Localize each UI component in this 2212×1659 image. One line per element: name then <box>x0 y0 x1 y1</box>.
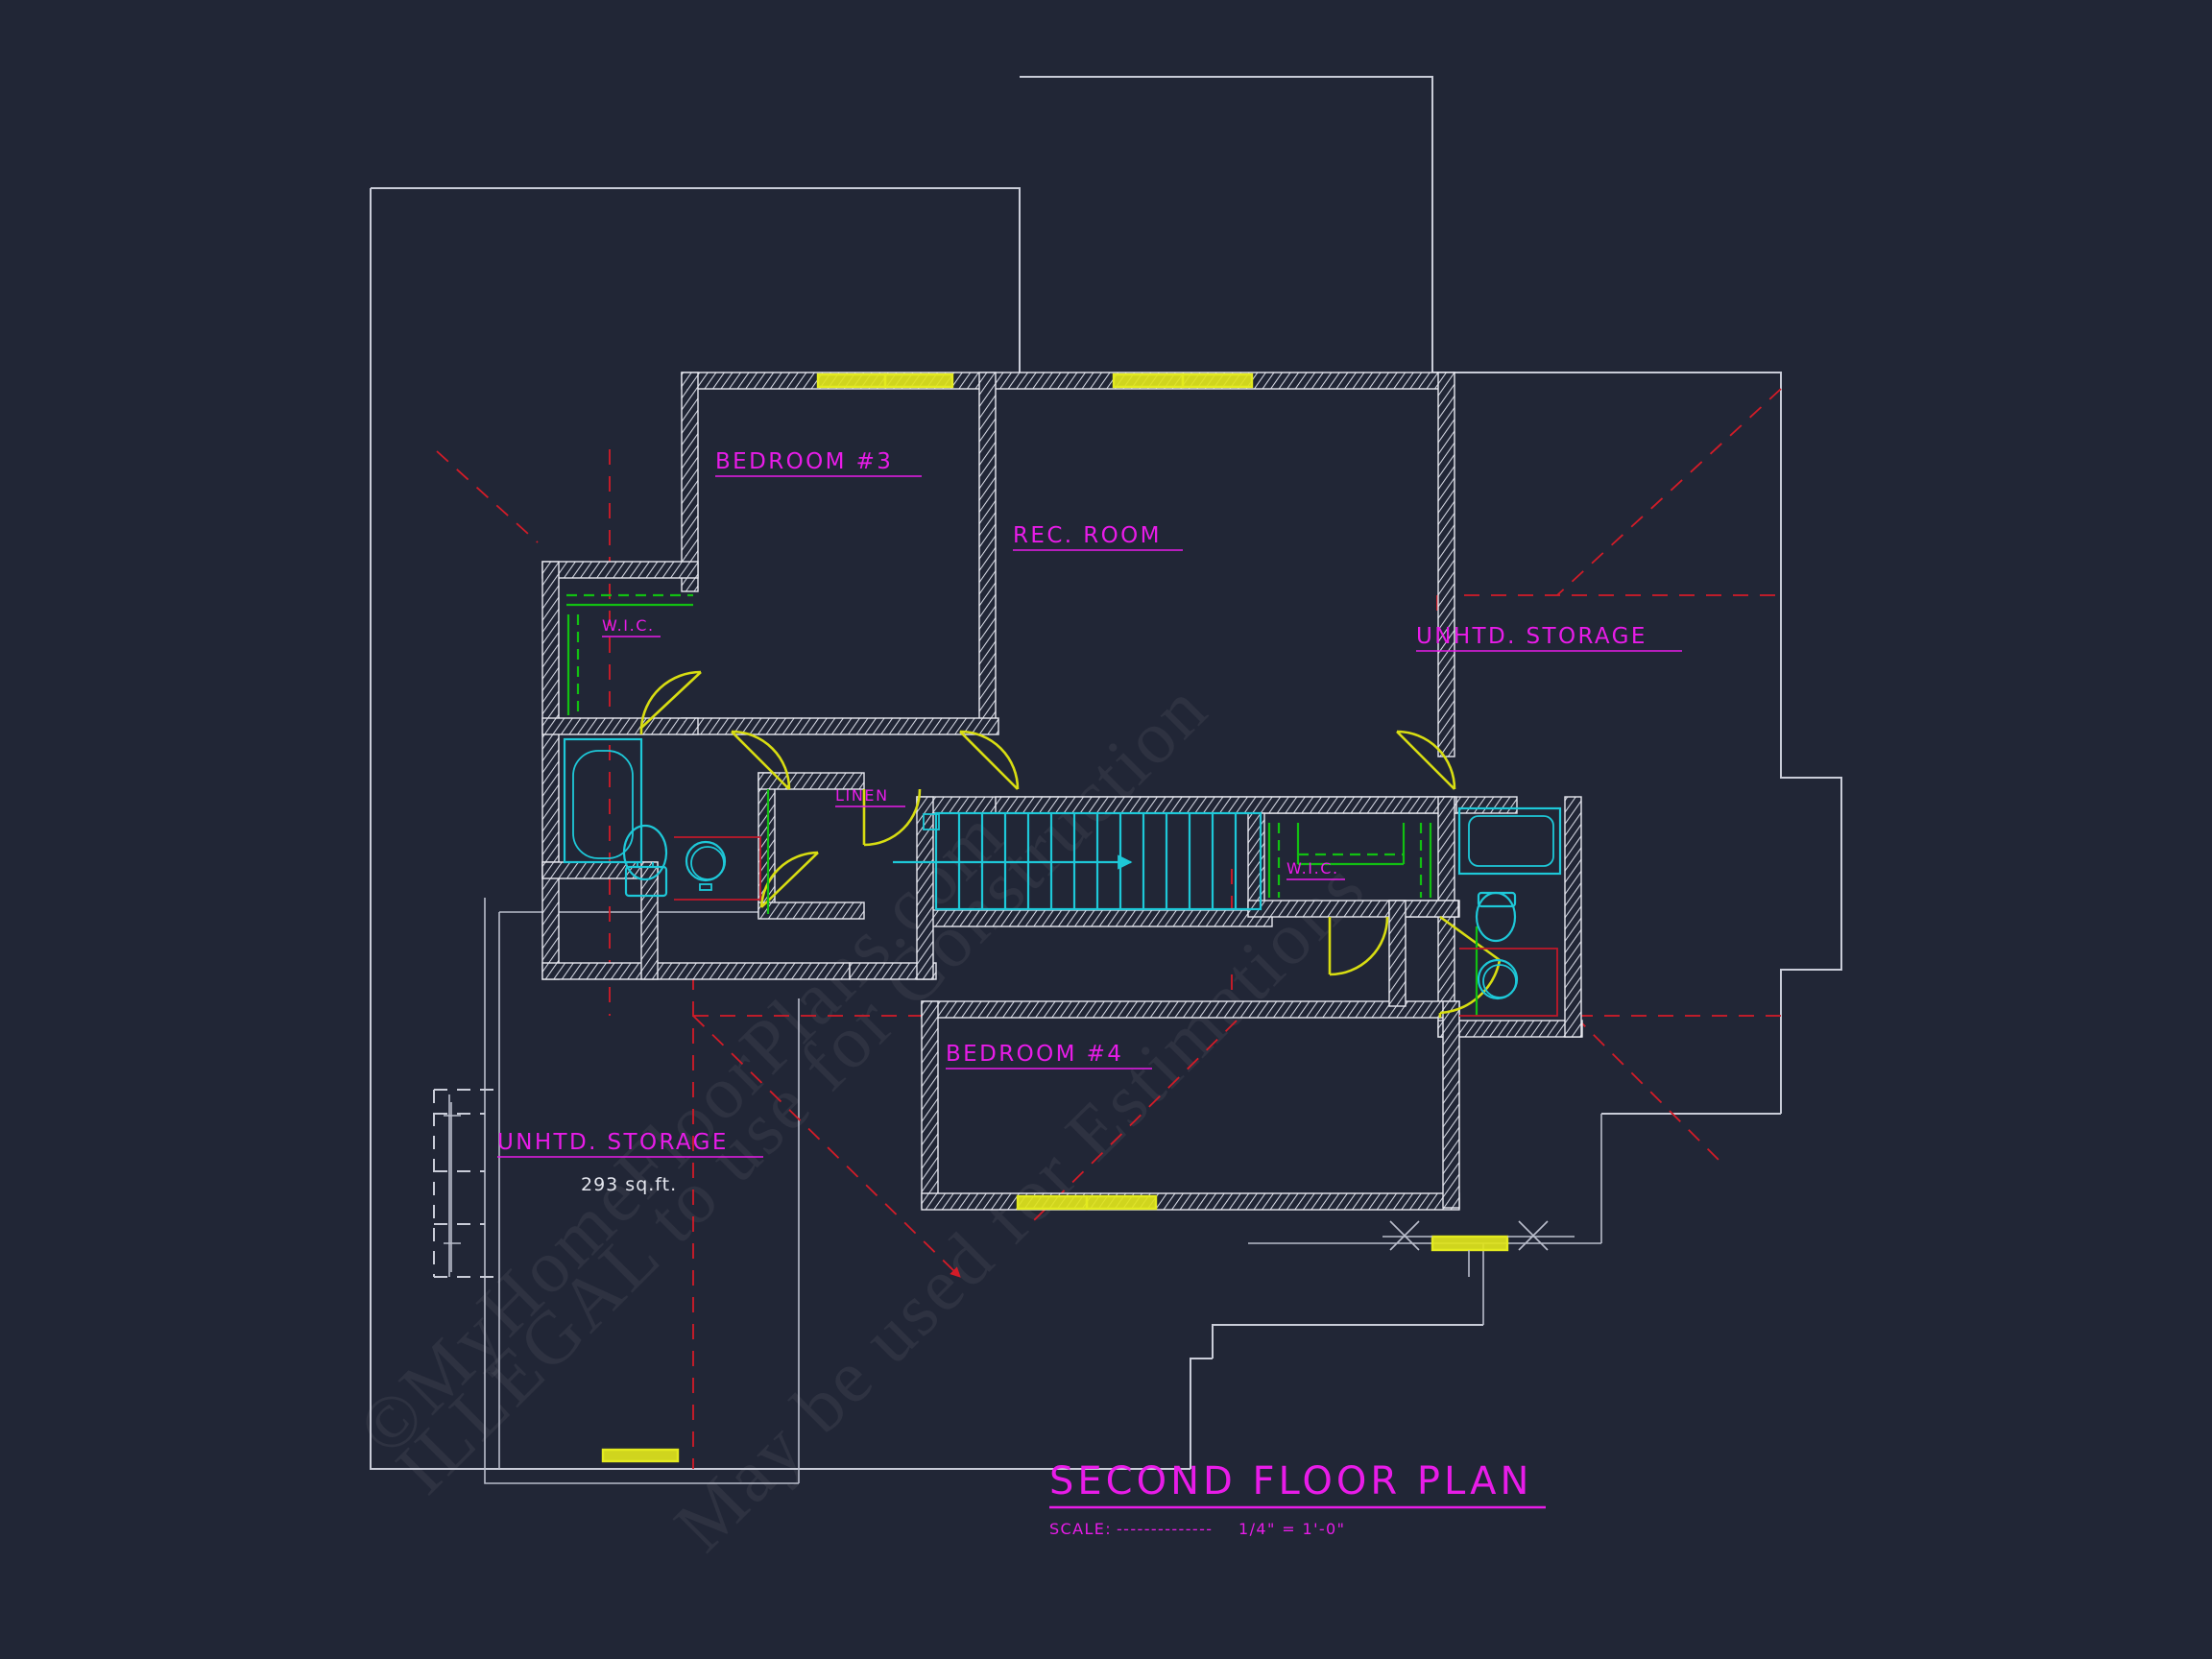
room-label-linen: LINEN <box>835 786 905 807</box>
door-wic-right <box>1328 916 1389 976</box>
plan-title: SECOND FLOOR PLAN <box>1049 1459 1532 1503</box>
toilet-left <box>622 824 668 898</box>
windows <box>601 373 1575 1463</box>
label-text: W.I.C. <box>602 616 655 635</box>
stairs <box>893 811 1262 911</box>
room-labels: BEDROOM #3 REC. ROOM UNHTD. STORAGE W.I.… <box>497 449 1682 1195</box>
sink-left <box>685 840 727 891</box>
door-bath-right <box>1438 915 1502 1018</box>
footprint-outlines <box>370 76 1842 1484</box>
room-label-recroom: REC. ROOM <box>1013 523 1183 551</box>
bathtub-right <box>1457 806 1562 876</box>
doors <box>639 670 1502 1018</box>
plumbing-fixtures <box>563 737 1562 1017</box>
room-label-wic-right: W.I.C. <box>1286 859 1345 880</box>
vanity-counter-left <box>674 836 761 901</box>
scale-value: 1/4" = 1'-0" <box>1238 1520 1345 1538</box>
walls <box>541 372 1583 1211</box>
window-bedroom3 <box>816 373 954 389</box>
window-recroom <box>1112 373 1254 389</box>
window-exterior-bottom-right <box>1382 1220 1575 1277</box>
label-text: REC. ROOM <box>1013 523 1162 548</box>
scale-label: SCALE: <box>1049 1520 1112 1538</box>
room-label-bedroom4: BEDROOM #4 <box>946 1042 1152 1070</box>
sink-right <box>1477 958 1519 1000</box>
label-text: LINEN <box>835 786 889 805</box>
storage-area-text: 293 sq.ft. <box>581 1174 677 1195</box>
window-bedroom4 <box>1016 1194 1158 1211</box>
toilet-right <box>1475 891 1517 943</box>
room-label-storage-right: UNHTD. STORAGE <box>1416 624 1682 652</box>
room-label-bedroom3: BEDROOM #3 <box>715 449 922 477</box>
label-text: BEDROOM #4 <box>946 1042 1123 1067</box>
left-overhang-dashed <box>433 1089 499 1278</box>
label-text: UNHTD. STORAGE <box>1416 624 1647 649</box>
room-label-wic-left: W.I.C. <box>602 616 661 637</box>
room-label-storage-left: UNHTD. STORAGE 293 sq.ft. <box>497 1130 763 1195</box>
scale-dashes: -------------- <box>1117 1520 1213 1538</box>
window-storage-left <box>601 1448 680 1463</box>
bathtub-left <box>563 737 643 864</box>
door-linen <box>862 788 922 847</box>
label-text: W.I.C. <box>1286 859 1339 878</box>
door-recroom <box>959 730 1020 790</box>
closet-shelving <box>566 593 1479 1016</box>
label-text: UNHTD. STORAGE <box>497 1130 729 1155</box>
door-storage-right <box>1396 730 1456 790</box>
vanity-counter-right <box>1459 948 1558 1017</box>
label-text: BEDROOM #3 <box>715 449 893 474</box>
door-bedroom3 <box>731 730 791 790</box>
door-wic-left <box>639 670 702 734</box>
door-bath-left <box>759 851 819 908</box>
title-block: SECOND FLOOR PLAN SCALE: -------------- … <box>1049 1459 1546 1538</box>
